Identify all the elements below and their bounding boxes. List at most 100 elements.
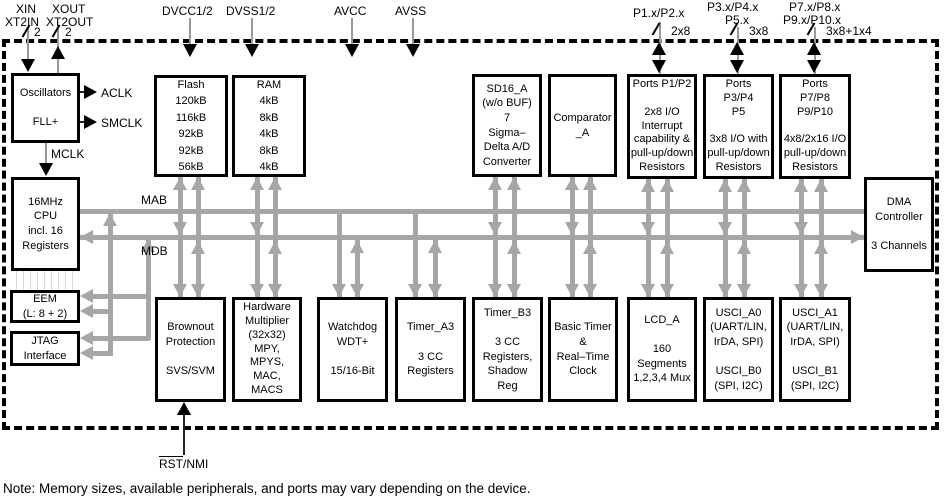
block-timer-b3-label: Timer_B3 3 CC Registers, Shadow Reg	[482, 306, 533, 392]
bus-arrow-icon	[428, 240, 442, 253]
bus-arrow-icon	[332, 284, 346, 297]
mdb-to-dma-arrow-icon	[851, 230, 864, 244]
block-ports-p1p2-label: Ports P1/P2 2x8 I/O Interrupt capability…	[630, 77, 694, 174]
mclk-label: MCLK	[51, 147, 85, 161]
bus-arrow-icon	[350, 284, 364, 297]
bus-arrow-icon	[565, 222, 579, 235]
aclk-arrow-icon	[84, 85, 97, 99]
bus-arrow-icon	[737, 241, 751, 254]
block-ram-label: RAM 4kB 8kB 4kB 8kB 4kB	[256, 78, 282, 174]
mdb-to-cpu-arrow-icon	[80, 230, 93, 244]
bus-line	[799, 179, 804, 297]
bus-arrow-icon	[583, 241, 597, 254]
block-usci-a1-b1-label: USCI_A1 (UART/LIN, IrDA, SPI) USCI_B1 (S…	[786, 306, 844, 392]
block-dma-label: DMA Controller 3 Channels	[871, 196, 927, 253]
dvcc-line	[189, 18, 191, 48]
bus-arrow-icon	[268, 241, 282, 254]
block-flash: Flash 120kB 116kB 92kB 92kB 56kB	[154, 75, 228, 177]
bus-line	[355, 237, 360, 297]
avcc-arrow-icon	[345, 44, 359, 57]
bus-arrow-icon	[814, 179, 828, 192]
bus-line	[108, 214, 113, 356]
block-lcd-a-label: LCD_A 160 Segments 1,2,3,4 Mux	[633, 314, 691, 385]
bus-arrow-icon	[814, 241, 828, 254]
avcc-label: AVCC	[334, 4, 367, 18]
aclk-label: ACLK	[101, 86, 133, 100]
bus-arrow-icon	[250, 284, 264, 297]
xout-label: XOUT	[52, 2, 86, 16]
block-timer-a3-label: Timer_A3 3 CC Registers	[406, 321, 455, 378]
rst-line	[183, 414, 185, 455]
cpu-eem-line	[51, 271, 52, 290]
cpu-eem-line	[65, 271, 66, 290]
smclk-arrow-icon	[84, 115, 97, 129]
block-oscillators: Oscillators FLL+	[11, 73, 80, 143]
bus-arrow-icon	[583, 284, 597, 297]
bus-arrow-icon	[641, 222, 655, 235]
block-ram: RAM 4kB 8kB 4kB 8kB 4kB	[232, 75, 306, 177]
rst-nmi-label: RST/NMI	[159, 457, 208, 471]
dvss-line	[251, 18, 253, 48]
bus-line	[255, 177, 260, 297]
block-ports-p3p4p5: Ports P3/P4 P5 3x8 I/O with pull-up/down…	[703, 74, 774, 179]
mab-bus-line	[80, 209, 864, 214]
bus-line	[273, 177, 278, 297]
bus-arrow-icon	[718, 179, 732, 192]
block-flash-label: Flash 120kB 116kB 92kB 92kB 56kB	[175, 78, 207, 174]
bus-arrow-icon	[141, 239, 155, 252]
bus-arrow-icon	[641, 179, 655, 192]
block-usci-a1-b1: USCI_A1 (UART/LIN, IrDA, SPI) USCI_B1 (S…	[779, 297, 851, 402]
avss-line	[412, 18, 414, 48]
bus-arrow-icon	[488, 177, 502, 190]
mdb-label: MDB	[141, 244, 168, 258]
xout-arrow-icon	[51, 46, 65, 59]
bus-arrow-icon	[737, 179, 751, 192]
block-watchdog-label: Watchdog WDT+ 15/16-Bit	[327, 321, 378, 378]
block-brownout: Brownout Protection SVS/SVM	[155, 297, 226, 402]
block-eem: EEM (L: 8 + 2)	[10, 290, 80, 323]
footnote: Note: Memory sizes, available peripheral…	[3, 481, 531, 496]
jtag-arrow-icon	[80, 346, 93, 360]
bus-arrow-icon	[565, 284, 579, 297]
block-basic-timer-label: Basic Timer & Real–Time Clock	[554, 321, 612, 378]
bus-line	[90, 309, 112, 314]
rst-label: RST	[159, 457, 183, 471]
bus-arrow-icon	[250, 222, 264, 235]
bus-arrow-icon	[173, 284, 187, 297]
block-jtag: JTAG Interface	[10, 331, 80, 366]
block-dma: DMA Controller 3 Channels	[864, 177, 934, 272]
bus-arrow-icon	[250, 177, 264, 190]
bus-line	[433, 237, 438, 297]
bus-arrow-icon	[794, 284, 808, 297]
block-ports-p3p4p5-label: Ports P3/P4 P5 3x8 I/O with pull-up/down…	[707, 77, 770, 174]
device-boundary	[2, 39, 939, 430]
bus-line	[646, 179, 651, 297]
bus-arrow-icon	[191, 177, 205, 190]
bus-line	[146, 240, 151, 340]
block-jtag-label: JTAG Interface	[23, 334, 67, 362]
p7p8-pin-label: P7.x/P8.x	[789, 0, 841, 14]
bus-line	[90, 336, 150, 341]
bus-line	[665, 179, 670, 297]
bus-arrow-icon	[350, 240, 364, 253]
bus-line	[90, 351, 112, 356]
bus-arrow-icon	[191, 241, 205, 254]
bus-line	[512, 177, 517, 297]
p3p4p5-width-label: 3x8	[749, 24, 769, 38]
cpu-eem-line	[23, 271, 24, 290]
block-comparator-label: Comparator _A	[553, 111, 612, 139]
cpu-eem-line	[72, 271, 73, 290]
xt2out-label: XT2OUT	[46, 15, 94, 29]
bus-line	[819, 179, 824, 297]
xin-arrow-icon	[21, 59, 35, 72]
xin-line	[27, 27, 29, 61]
cpu-eem-line	[58, 271, 59, 290]
p1p2-width-label: 2x8	[671, 24, 691, 38]
bus-line	[570, 177, 575, 297]
block-multiplier: Hardware Multiplier (32x32) MPY, MPYS, M…	[232, 297, 302, 402]
bus-arrow-icon	[814, 284, 828, 297]
xt2in-label: XT2IN	[5, 15, 40, 29]
avss-arrow-icon	[406, 44, 420, 57]
xout-width-label: 2	[65, 25, 72, 39]
